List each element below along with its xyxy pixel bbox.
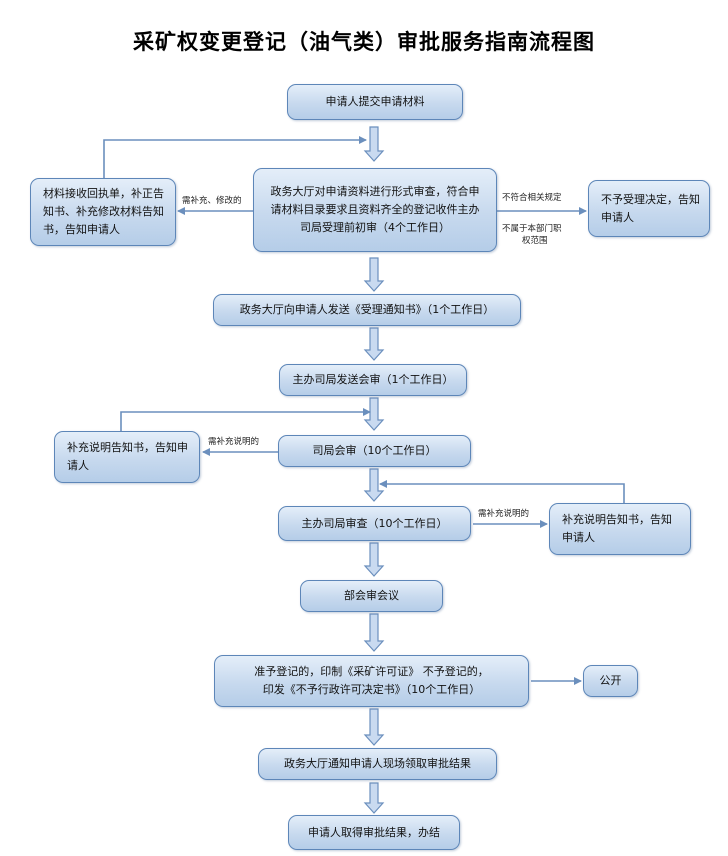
node-send-countersign: 主办司局发送会审（1个工作日） (279, 364, 467, 396)
edge-label-not-in-scope-2: 权范围 (522, 236, 548, 246)
node-notify-collect: 政务大厅通知申请人现场领取审批结果 (258, 748, 497, 780)
node-countersign: 司局会审（10个工作日） (278, 435, 471, 467)
down-arrow-5 (363, 468, 385, 502)
edge-label-need-explain-2: 需补充说明的 (478, 509, 530, 519)
down-arrow-1 (363, 126, 385, 162)
node-publish-label: 公开 (599, 674, 622, 687)
edge-label-not-compliant: 不符合相关规定 (502, 193, 562, 203)
page-title: 采矿权变更登记（油气类）审批服务指南流程图 (133, 29, 595, 54)
node-reject: 不予受理决定，告知申请人 (588, 180, 710, 237)
node-formal-review-label: 政务大厅对申请资料进行形式审查，符合申请材料目录要求且资料齐全的登记收件主办司局… (270, 185, 480, 234)
return-line-supplement-1 (120, 408, 371, 431)
node-supplement-2-label: 补充说明告知书，告知申请人 (562, 513, 672, 544)
node-accept-notice-label: 政务大厅向申请人发送《受理通知书》（1个工作日） (239, 303, 495, 316)
node-supplement-1: 补充说明告知书，告知申请人 (54, 431, 200, 483)
down-arrow-6 (363, 542, 385, 577)
node-decision-line2: 印发《不予行政许可决定书》（10个工作日） (262, 683, 481, 696)
node-supplement-1-label: 补充说明告知书，告知申请人 (67, 441, 188, 472)
down-arrow-8 (363, 708, 385, 746)
node-reject-label: 不予受理决定，告知申请人 (601, 192, 700, 224)
node-send-countersign-label: 主办司局发送会审（1个工作日） (292, 373, 454, 386)
return-line-receipt (103, 136, 367, 178)
node-countersign-label: 司局会审（10个工作日） (312, 444, 437, 457)
node-notify-collect-label: 政务大厅通知申请人现场领取审批结果 (284, 757, 471, 770)
edge-label-not-in-scope-1: 不属于本部门职 (502, 224, 562, 234)
return-line-supplement-2 (379, 480, 625, 503)
node-submit-label: 申请人提交申请材料 (325, 95, 425, 108)
node-decision-line1: 准予登记的，印制《采矿许可证》 不予登记的， (254, 665, 489, 678)
node-publish: 公开 (583, 665, 638, 697)
node-submit: 申请人提交申请材料 (287, 84, 463, 120)
node-receipt: 材料接收回执单，补正告知书、补充修改材料告知书，告知申请人 (30, 178, 176, 246)
down-arrow-7 (363, 613, 385, 652)
node-accept-notice: 政务大厅向申请人发送《受理通知书》（1个工作日） (213, 294, 521, 326)
down-arrow-9 (363, 782, 385, 814)
edge-label-need-supplement-modify: 需补充、修改的 (182, 196, 242, 206)
node-formal-review: 政务大厅对申请资料进行形式审查，符合申请材料目录要求且资料齐全的登记收件主办司局… (253, 168, 497, 252)
node-ministry-meeting: 部会审会议 (300, 580, 443, 612)
node-host-review-label: 主办司局审查（10个工作日） (301, 516, 448, 530)
edge-label-need-explain-1: 需补充说明的 (208, 437, 260, 447)
node-finish: 申请人取得审批结果，办结 (288, 815, 460, 850)
down-arrow-3 (363, 327, 385, 361)
node-finish-label: 申请人取得审批结果，办结 (308, 825, 440, 839)
node-decision: 准予登记的，印制《采矿许可证》 不予登记的， 印发《不予行政许可决定书》（10个… (214, 655, 529, 707)
node-ministry-meeting-label: 部会审会议 (344, 589, 399, 602)
node-host-review: 主办司局审查（10个工作日） (278, 506, 471, 541)
node-receipt-label: 材料接收回执单，补正告知书、补充修改材料告知书，告知申请人 (43, 187, 164, 236)
node-supplement-2: 补充说明告知书，告知申请人 (549, 503, 691, 555)
down-arrow-2 (363, 257, 385, 292)
down-arrow-4 (363, 397, 385, 431)
